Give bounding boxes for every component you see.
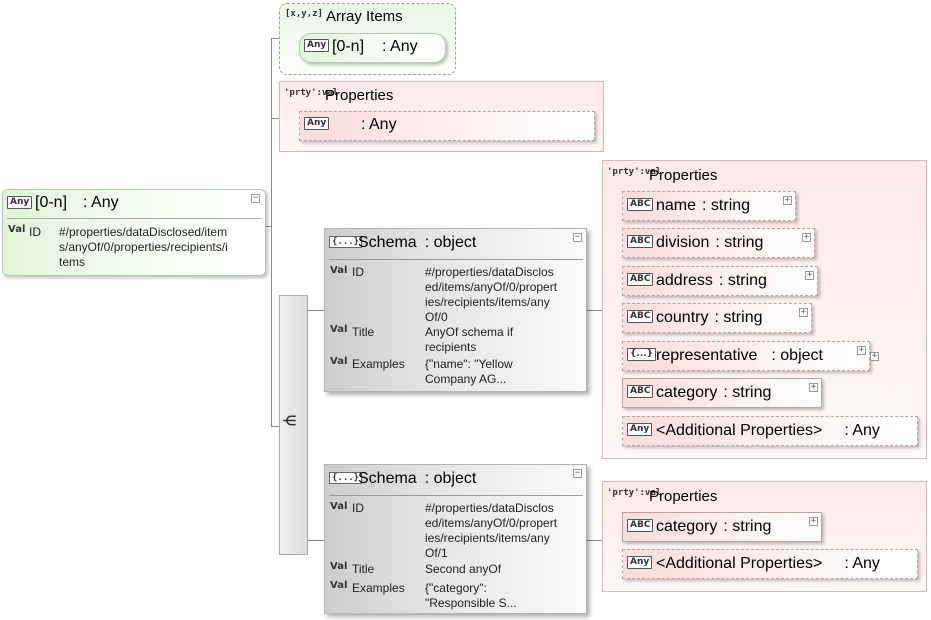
schema1-id-key: ID	[352, 265, 364, 279]
choice-icon[interactable]: ⋲	[283, 414, 296, 429]
schema-box-1[interactable]: {...} Schema: object − Val ID #/properti…	[324, 228, 587, 392]
schema2-id-value: #/properties/dataDisclos ed/items/anyOf/…	[425, 501, 558, 560]
connector	[271, 38, 272, 426]
schema1-examples-value: {"name": "Yellow Company AG...	[425, 357, 513, 386]
property-category-2[interactable]: ABC category: string +	[622, 512, 822, 542]
any-badge-icon: Any	[304, 117, 330, 130]
expand-icon[interactable]: +	[799, 307, 808, 317]
schema-box-2[interactable]: {...} Schema: object − Val ID #/properti…	[324, 464, 587, 614]
choice-bar	[279, 295, 308, 555]
expand-icon[interactable]: +	[870, 351, 879, 361]
object-badge-icon: {...}	[627, 348, 657, 361]
array-item-label: [0-n]	[332, 38, 365, 55]
properties-icon: 'prty':val	[607, 488, 662, 498]
separator	[329, 259, 583, 260]
val-badge-icon: Val	[330, 265, 348, 276]
string-badge-icon: ABC	[627, 385, 654, 398]
val-badge-icon: Val	[330, 501, 348, 512]
array-item-any[interactable]: Any [0-n]: Any	[299, 33, 446, 63]
separator	[329, 495, 583, 496]
property-representative[interactable]: {...} representative: object +	[622, 341, 870, 371]
properties-icon: 'prty':val	[284, 88, 339, 98]
collapse-icon[interactable]: −	[573, 232, 582, 242]
separator	[7, 218, 261, 219]
schema2-examples-value: {"category": "Responsible S...	[425, 581, 517, 610]
array-icon: [x,y,z]	[285, 9, 323, 19]
any-badge-icon: Any	[627, 423, 653, 436]
expand-icon[interactable]: +	[809, 382, 818, 392]
expand-icon[interactable]: +	[805, 270, 814, 280]
root-any-node[interactable]: Any [0-n]: Any − Val ID #/properties/dat…	[2, 189, 266, 276]
string-badge-icon: ABC	[627, 519, 654, 532]
val-badge-icon: Val	[330, 561, 348, 572]
schema2-id-key: ID	[352, 501, 364, 515]
connector	[271, 118, 280, 119]
val-badge-icon: Val	[330, 580, 348, 591]
any-badge-icon: Any	[7, 196, 33, 209]
schema-title: Schema: object	[358, 234, 477, 251]
object-icon: {...}	[329, 472, 363, 484]
schema1-title-key: Title	[352, 325, 375, 339]
schema-title: Schema: object	[358, 470, 477, 487]
expand-icon[interactable]: +	[802, 232, 811, 242]
properties-title: Properties	[649, 167, 718, 184]
connector	[308, 310, 324, 311]
id-value: #/properties/dataDisclosed/item s/anyOf/…	[59, 225, 228, 269]
expand-icon[interactable]: +	[809, 516, 818, 526]
object-icon: {...}	[329, 236, 363, 248]
connector	[308, 540, 324, 541]
property-additional[interactable]: Any <Additional Properties>: Any	[622, 416, 918, 446]
connector	[266, 226, 272, 227]
string-badge-icon: ABC	[627, 198, 654, 211]
property-additional-2[interactable]: Any <Additional Properties>: Any	[622, 549, 918, 579]
schema1-id-value: #/properties/dataDisclos ed/items/anyOf/…	[425, 265, 558, 324]
root-label: [0-n]: Any	[35, 194, 119, 211]
property-division[interactable]: ABC division: string +	[622, 228, 815, 258]
property-category[interactable]: ABC category: string +	[622, 378, 822, 408]
any-badge-icon: Any	[627, 556, 653, 569]
schema1-title-value: AnyOf schema if recipients	[425, 325, 514, 354]
val-badge-icon: Val	[8, 224, 26, 235]
connector	[271, 426, 280, 427]
property-country[interactable]: ABC country: string +	[622, 303, 812, 333]
collapse-icon[interactable]: −	[251, 193, 260, 203]
property-address[interactable]: ABC address: string +	[622, 266, 818, 296]
expand-icon[interactable]: +	[783, 195, 792, 205]
schema2-examples-key: Examples	[352, 581, 405, 595]
properties-icon: 'prty':val	[607, 167, 662, 177]
schema2-title-value: Second anyOf	[425, 562, 502, 576]
string-badge-icon: ABC	[627, 235, 654, 248]
schema1-examples-key: Examples	[352, 357, 405, 371]
properties-title: Properties	[649, 488, 718, 505]
connector	[271, 38, 280, 39]
array-items-title: Array Items	[326, 8, 403, 25]
id-key: ID	[29, 225, 41, 239]
val-badge-icon: Val	[330, 356, 348, 367]
any-badge-icon: Any	[304, 39, 330, 52]
expand-icon[interactable]: +	[857, 345, 866, 355]
string-badge-icon: ABC	[627, 273, 654, 286]
schema2-title-key: Title	[352, 562, 375, 576]
properties-title: Properties	[325, 87, 394, 104]
additional-properties-top[interactable]: Any : Any	[299, 111, 595, 141]
connector	[587, 540, 603, 541]
val-badge-icon: Val	[330, 324, 348, 335]
string-badge-icon: ABC	[627, 310, 654, 323]
connector	[587, 310, 603, 311]
property-name[interactable]: ABC name: string +	[622, 191, 796, 221]
collapse-icon[interactable]: −	[573, 468, 582, 478]
